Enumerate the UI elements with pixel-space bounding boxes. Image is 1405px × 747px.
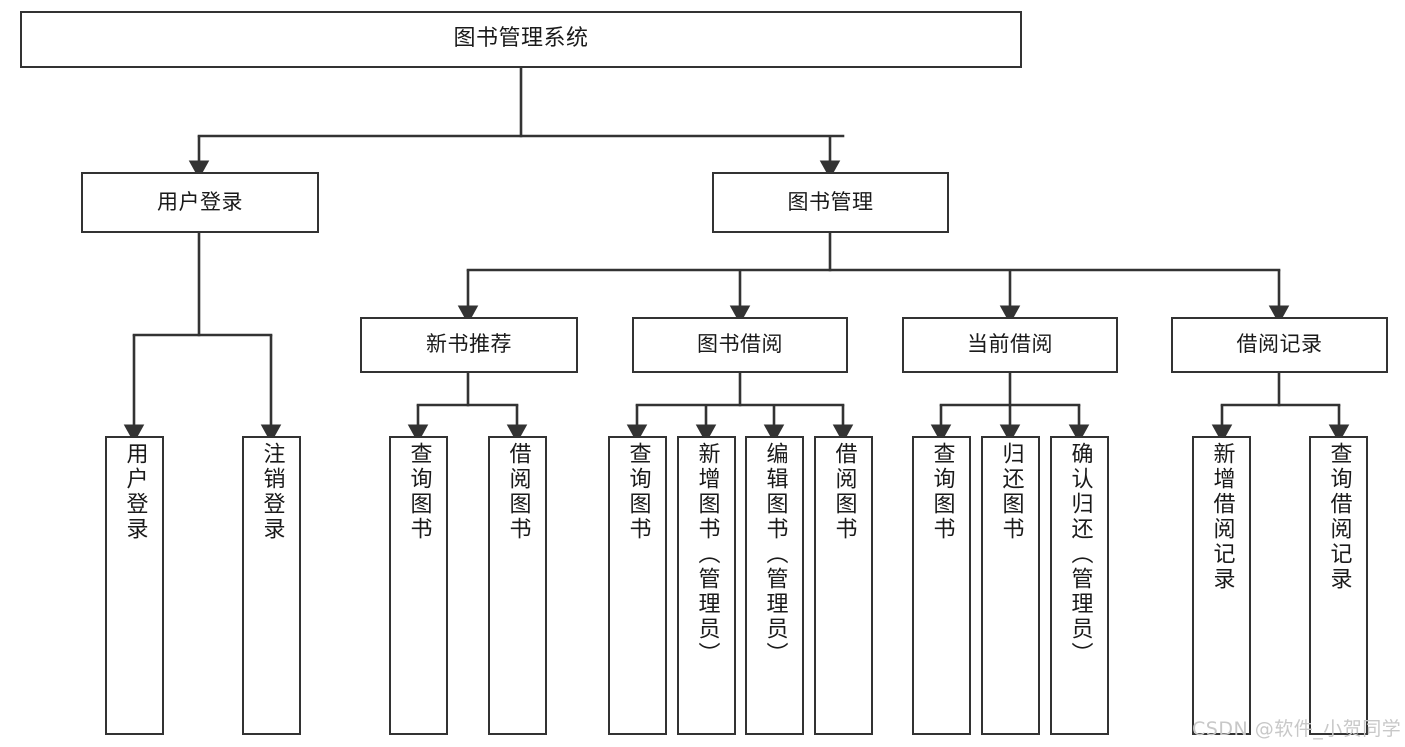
node-leaf-current-return-book[interactable]: 归还图书: [981, 436, 1040, 735]
node-current-borrow-label: 当前借阅: [967, 332, 1053, 357]
node-borrow-record[interactable]: 借阅记录: [1171, 317, 1388, 373]
node-new-book-rec[interactable]: 新书推荐: [360, 317, 578, 373]
node-leaf-current-confirm-return-label: 确认归还（管理员）: [1067, 442, 1093, 667]
node-leaf-record-add-label: 新增借阅记录: [1209, 442, 1235, 592]
node-book-manage-label: 图书管理: [787, 189, 874, 214]
csdn-watermark: CSDN @软件_小贺同学: [1192, 718, 1402, 740]
node-root-label: 图书管理系统: [453, 26, 589, 52]
node-book-manage[interactable]: 图书管理: [712, 172, 949, 233]
node-leaf-rec-query-book[interactable]: 查询图书: [389, 436, 448, 735]
node-root[interactable]: 图书管理系统: [20, 11, 1022, 68]
node-leaf-current-query-book-label: 查询图书: [929, 442, 955, 542]
node-leaf-record-add[interactable]: 新增借阅记录: [1192, 436, 1251, 735]
node-current-borrow[interactable]: 当前借阅: [902, 317, 1118, 373]
node-leaf-borrow-query-book[interactable]: 查询图书: [608, 436, 667, 735]
node-book-borrow[interactable]: 图书借阅: [632, 317, 848, 373]
node-leaf-user-logout[interactable]: 注销登录: [242, 436, 301, 735]
node-leaf-record-query-label: 查询借阅记录: [1326, 442, 1352, 592]
node-book-borrow-label: 图书借阅: [697, 332, 783, 357]
node-leaf-borrow-borrow-book[interactable]: 借阅图书: [814, 436, 873, 735]
node-leaf-current-query-book[interactable]: 查询图书: [912, 436, 971, 735]
node-leaf-borrow-edit-book-label: 编辑图书（管理员）: [762, 442, 788, 667]
node-leaf-current-confirm-return[interactable]: 确认归还（管理员）: [1050, 436, 1109, 735]
node-leaf-borrow-query-book-label: 查询图书: [625, 442, 651, 542]
node-leaf-borrow-edit-book[interactable]: 编辑图书（管理员）: [745, 436, 804, 735]
node-leaf-user-login-label: 用户登录: [122, 442, 148, 542]
node-leaf-user-login[interactable]: 用户登录: [105, 436, 164, 735]
node-leaf-record-query[interactable]: 查询借阅记录: [1309, 436, 1368, 735]
node-leaf-borrow-borrow-book-label: 借阅图书: [831, 442, 857, 542]
node-borrow-record-label: 借阅记录: [1236, 332, 1323, 357]
node-leaf-borrow-add-book[interactable]: 新增图书（管理员）: [677, 436, 736, 735]
node-leaf-current-return-book-label: 归还图书: [998, 442, 1024, 542]
node-user-login-label: 用户登录: [157, 189, 243, 214]
node-user-login[interactable]: 用户登录: [81, 172, 319, 233]
node-leaf-user-logout-label: 注销登录: [259, 442, 285, 542]
node-leaf-rec-query-book-label: 查询图书: [406, 442, 432, 542]
node-leaf-borrow-add-book-label: 新增图书（管理员）: [694, 442, 720, 667]
node-leaf-rec-borrow-book[interactable]: 借阅图书: [488, 436, 547, 735]
node-new-book-rec-label: 新书推荐: [426, 332, 512, 357]
node-leaf-rec-borrow-book-label: 借阅图书: [505, 442, 531, 542]
